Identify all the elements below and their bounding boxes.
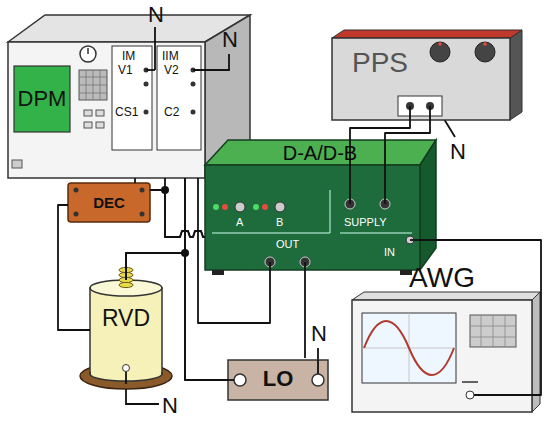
load-box: LO (228, 358, 328, 400)
wire (135, 178, 136, 183)
wire (350, 120, 410, 140)
terminal-label: IM (122, 50, 135, 63)
node-title: AWG (382, 262, 502, 294)
wire-line (350, 120, 410, 140)
node-title: PPS (338, 44, 422, 82)
terminal-label: IIM (162, 50, 179, 63)
wire (305, 275, 306, 358)
terminal-label: V1 (118, 64, 133, 77)
wire (185, 178, 228, 380)
ground-label: N (162, 394, 178, 418)
terminal-label: OUT (276, 238, 299, 250)
wire (198, 178, 270, 323)
ground-label: N (222, 28, 238, 52)
terminal-label: SUPPLY (344, 216, 387, 228)
wire-line (385, 120, 430, 140)
terminal-label: CS1 (115, 106, 138, 119)
node-title: D-A/D-B (245, 141, 395, 165)
wire-line (150, 190, 205, 237)
ground-label: N (311, 322, 327, 346)
wire-line (126, 178, 185, 280)
wire-line (134, 178, 136, 183)
node-title: DPM (14, 66, 70, 132)
terminal-label: C2 (164, 106, 179, 119)
node-title: RVD (90, 302, 162, 336)
node-title: DEC (68, 189, 150, 217)
waveform-generator: AWG (352, 262, 532, 412)
wire-line (198, 178, 270, 323)
ground-label: N (450, 140, 466, 164)
power-supply: PPS (332, 38, 510, 120)
terminal-label: IN (384, 246, 395, 258)
wire (58, 205, 90, 330)
wire-line (304, 275, 306, 358)
terminal-label: B (276, 216, 283, 228)
terminal-label: V2 (164, 64, 179, 77)
wire-line (58, 205, 90, 330)
ground-label: N (148, 3, 164, 27)
wire-line (185, 178, 228, 380)
wire (126, 178, 185, 280)
wire (150, 190, 205, 237)
terminal-label: A (236, 216, 243, 228)
wire (385, 120, 430, 140)
node-title: LO (228, 364, 328, 394)
decade-box: DEC (68, 183, 150, 222)
voltage-divider: RVD (90, 280, 162, 378)
